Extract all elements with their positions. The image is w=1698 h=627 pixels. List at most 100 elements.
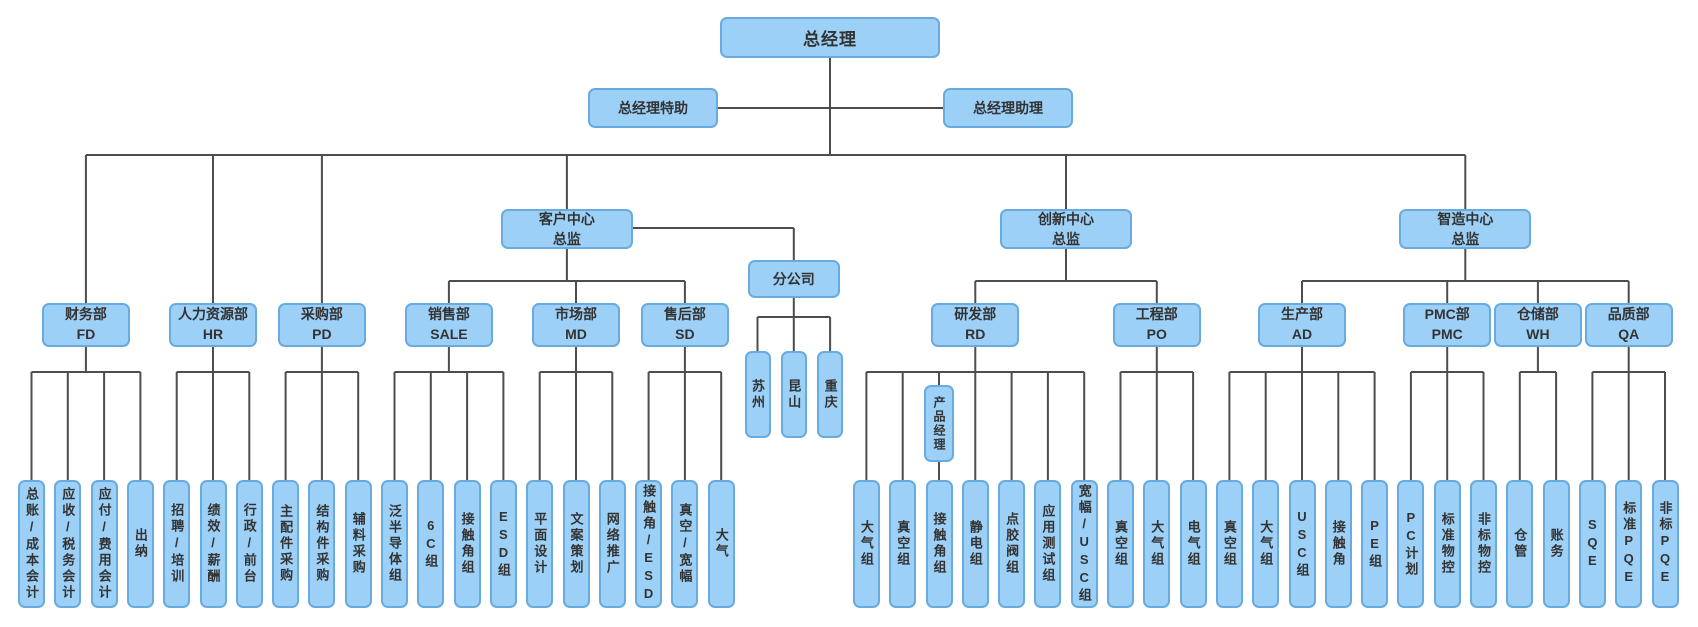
node-label: 售后部	[663, 306, 706, 323]
node-label: 总经理特助	[618, 100, 688, 116]
city-node: 重庆	[817, 351, 844, 438]
team-node: 出纳	[126, 480, 154, 608]
node-label: 招聘/培训	[169, 503, 185, 585]
node-label: 非标物控	[1476, 512, 1491, 576]
node-label: 大气组	[858, 520, 874, 568]
product-manager-node: 产品经理	[924, 385, 954, 462]
node-label: 辅料采购	[350, 512, 366, 576]
node-label: 电气组	[1185, 520, 1201, 568]
team-node: 标准物控	[1433, 480, 1461, 608]
node-label: 绩效/薪酬	[205, 503, 221, 585]
node-label: 标准物控	[1439, 512, 1455, 576]
team-node: 应收/税务会计	[54, 480, 82, 608]
team-node: 接触角/ESD	[635, 480, 663, 608]
node-label: 重庆	[822, 378, 838, 411]
node-label: QA	[1618, 326, 1640, 342]
city-node: 苏州	[744, 351, 771, 438]
node-label: 应用测试组	[1040, 504, 1056, 584]
node-label: SD	[675, 326, 695, 342]
node-label: 6C组	[423, 518, 439, 570]
team-node: 网络推广	[598, 480, 626, 608]
node-label: 行政/前台	[241, 503, 257, 585]
node-label: 总经理	[803, 30, 857, 49]
node-label: 大气组	[1258, 520, 1274, 568]
node-label: 真空组	[1221, 520, 1237, 568]
team-node: 真空组	[1107, 480, 1134, 608]
team-node: 非标物控	[1470, 480, 1497, 608]
node-label: 泛半导体组	[387, 504, 402, 584]
node-label: FD	[76, 326, 96, 342]
org-root-node: 总经理	[720, 17, 940, 58]
team-node: 大气组	[1143, 480, 1171, 608]
team-node: 真空组	[889, 480, 917, 608]
director-node: 创新中心总监	[1000, 209, 1133, 249]
node-label: 智造中心	[1437, 210, 1494, 227]
node-label: 工程部	[1135, 306, 1178, 323]
node-label: 品质部	[1607, 306, 1650, 323]
node-label: USC组	[1294, 509, 1310, 579]
node-label: 总监	[552, 231, 581, 247]
node-label: 仓管	[1512, 528, 1528, 560]
team-node: SQE	[1578, 480, 1606, 608]
team-node: 行政/前台	[235, 480, 263, 608]
node-label: AD	[1291, 326, 1313, 342]
node-label: 真空组	[1113, 520, 1128, 568]
team-node: 接触角	[1324, 480, 1352, 608]
department-node: 售后部 SD	[640, 303, 729, 347]
node-label: 静电组	[967, 520, 983, 568]
node-label: SALE	[430, 326, 468, 342]
assistant-node: 总经理助理	[943, 88, 1073, 128]
team-node: 绩效/薪酬	[199, 480, 227, 608]
node-label: ESD组	[495, 509, 511, 579]
city-node: 昆山	[780, 351, 807, 438]
node-label: 标准PQE	[1621, 501, 1637, 587]
node-label: 结构件采购	[314, 504, 330, 584]
team-node: 电气组	[1179, 480, 1207, 608]
node-label: 接触角	[1330, 520, 1346, 568]
node-label: 平面设计	[532, 512, 548, 576]
node-label: 应收/税务会计	[60, 487, 76, 601]
department-node: 工程部 PO	[1112, 303, 1201, 347]
node-label: 出纳	[132, 528, 148, 560]
department-node: 品质部 QA	[1584, 303, 1673, 347]
team-node: 账务	[1542, 480, 1570, 608]
node-label: 账务	[1548, 528, 1564, 560]
assistant-node: 总经理特助	[588, 88, 718, 128]
node-label: 接触角组	[931, 512, 947, 576]
node-label: 研发部	[954, 306, 997, 323]
team-node: 结构件采购	[308, 480, 336, 608]
node-label: RD	[965, 326, 986, 342]
node-label: SQE	[1584, 517, 1600, 571]
node-label: 真空组	[895, 520, 911, 568]
node-label: WH	[1526, 326, 1550, 342]
team-node: 6C组	[417, 480, 445, 608]
node-label: 点胶阀组	[1004, 512, 1020, 576]
node-label: 大气组	[1149, 520, 1165, 568]
node-label: 总经理助理	[973, 100, 1043, 116]
director-node: 智造中心总监	[1399, 209, 1532, 249]
team-node: 平面设计	[526, 480, 554, 608]
node-label: 市场部	[555, 306, 597, 323]
department-node: 研发部 RD	[931, 303, 1020, 347]
node-label: PE组	[1367, 518, 1383, 570]
node-label: 宽幅/USC组	[1076, 484, 1092, 604]
node-label: 财务部	[64, 306, 107, 323]
node-label: PD	[312, 326, 332, 342]
team-node: 总账/成本会计	[18, 480, 45, 608]
node-label: PMC	[1431, 326, 1463, 342]
team-node: 非标PQE	[1651, 480, 1679, 608]
node-label: PO	[1146, 326, 1167, 342]
node-label: 接触角/ESD	[641, 484, 657, 604]
team-node: 应用测试组	[1034, 480, 1062, 608]
node-label: 总监	[1451, 231, 1480, 247]
team-node: 大气	[707, 480, 735, 608]
director-node: 客户中心总监	[500, 209, 633, 249]
node-label: 真空/宽幅	[677, 503, 693, 585]
node-label: 昆山	[786, 378, 802, 411]
